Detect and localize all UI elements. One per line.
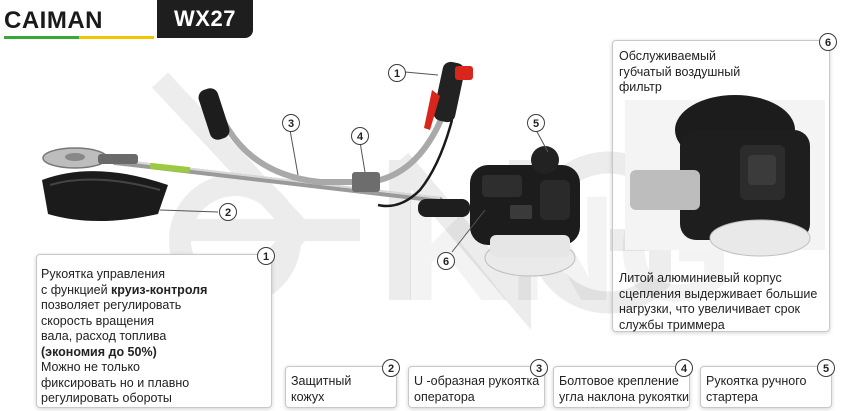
info-line: фиксировать но и плавно xyxy=(41,375,190,390)
info-line: скорость вращения xyxy=(41,313,154,328)
control-handle-description: Рукоятка управления с функцией круиз-кон… xyxy=(41,267,221,407)
air-filter-info-card: Обслуживаемый губчатый воздушный фильтр … xyxy=(612,33,837,332)
brand-stripe xyxy=(4,36,154,39)
info-left-number: 1 xyxy=(257,247,275,265)
handle-clamp xyxy=(352,172,380,192)
callout-1: 1 xyxy=(388,64,406,82)
air-filter-detail-graphic xyxy=(625,95,825,257)
label-box-u-handle: U -образная рукоятка оператора 3 xyxy=(408,359,548,408)
cutting-blade xyxy=(42,147,138,169)
label-box-starter-number: 5 xyxy=(817,359,835,377)
label-box-guard: Защитный кожух 2 xyxy=(285,359,400,408)
label-box-guard-number: 2 xyxy=(382,359,400,377)
leader-lines xyxy=(159,71,549,253)
info-line: регулировать обороты xyxy=(41,391,172,405)
info-line: Можно не только xyxy=(41,360,141,374)
model-badge: WX27 xyxy=(157,0,253,38)
callout-6: 6 xyxy=(437,252,455,270)
callout-5: 5 xyxy=(527,114,545,132)
air-filter-title: Обслуживаемый губчатый воздушный фильтр xyxy=(619,49,741,94)
engine-graphic xyxy=(470,146,580,277)
label-box-starter: Рукоятка ручного стартера 5 xyxy=(700,359,835,408)
info-line: вала, расход топлива xyxy=(41,329,167,343)
rear-grip xyxy=(418,199,470,217)
brand-name: CAIMAN xyxy=(4,7,103,34)
info-line: позволяет регулировать xyxy=(41,298,182,312)
callout-3: 3 xyxy=(282,114,300,132)
throttle-cable xyxy=(377,119,454,208)
protective-guard xyxy=(42,171,168,221)
label-box-bolt-mount-number: 4 xyxy=(675,359,693,377)
clutch-housing-description: Литой алюминиевый корпус сцепления выдер… xyxy=(619,271,818,332)
brand-logo: CAIMAN xyxy=(4,7,154,39)
label-box-bolt-mount: Болтовое крепление угла наклона рукоятки… xyxy=(553,359,693,408)
info-right-number: 6 xyxy=(819,33,837,51)
info-line: (экономия до 50%) xyxy=(41,344,157,359)
control-handle-info-card: Рукоятка управления с функцией круиз-кон… xyxy=(36,247,275,408)
control-handle-graphic xyxy=(424,61,473,130)
label-box-u-handle-number: 3 xyxy=(530,359,548,377)
info-line: с функцией круиз-контроля xyxy=(41,282,208,297)
callout-2: 2 xyxy=(219,203,237,221)
left-grip xyxy=(198,88,230,140)
callout-4: 4 xyxy=(351,127,369,145)
info-line: Рукоятка управления xyxy=(41,267,165,281)
